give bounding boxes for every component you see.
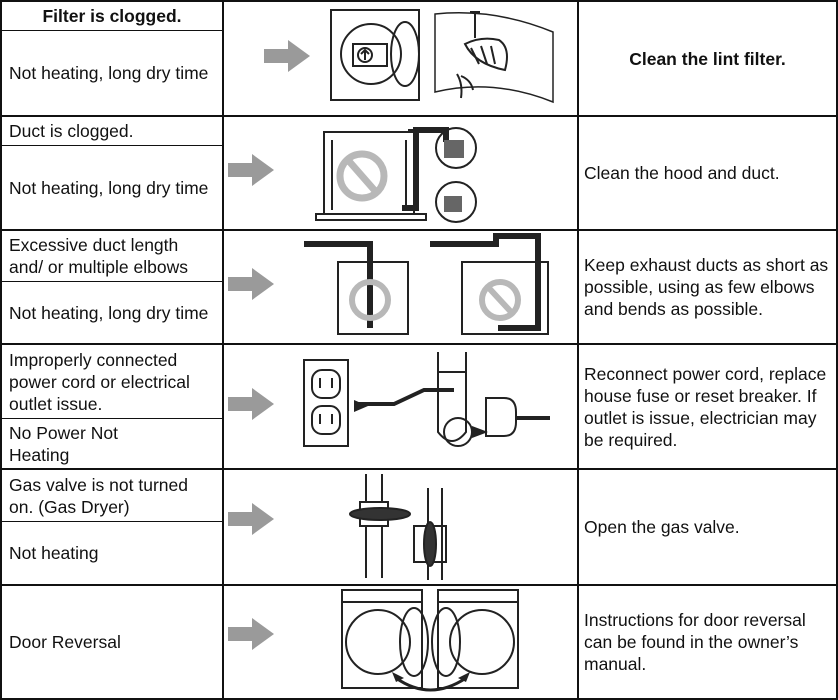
cause-cell: Improperly connected power cord or elect…	[9, 349, 190, 414]
solution-cell: Clean the lint filter.	[629, 48, 786, 69]
right-arrow-icon	[228, 154, 274, 186]
sub-row-divider	[0, 145, 224, 146]
gas-valve-illustration	[349, 474, 447, 580]
solution-cell: Open the gas valve.	[584, 517, 740, 537]
row-divider	[0, 229, 838, 231]
symptom-cell: No Power Not Heating	[9, 422, 118, 465]
cause-cell: Filter is clogged.	[42, 6, 182, 26]
power-cord-outlet-illustration	[303, 352, 550, 447]
symptom-cell: Not heating	[9, 543, 99, 563]
column-divider	[222, 0, 224, 700]
row-divider	[0, 115, 838, 117]
symptom-cell: Door Reversal	[9, 632, 121, 652]
duct-length-illustration	[304, 233, 549, 335]
sub-row-divider	[0, 418, 224, 419]
sub-row-divider	[0, 30, 224, 31]
door-reversal-illustration	[341, 589, 519, 692]
clogged-duct-illustration	[315, 127, 477, 223]
row-divider	[0, 343, 838, 345]
table-border	[0, 0, 838, 2]
right-arrow-icon	[228, 388, 274, 420]
column-divider	[577, 0, 579, 700]
table-border	[0, 0, 2, 700]
solution-cell: Instructions for door reversal can be fo…	[584, 610, 806, 674]
cause-cell: Excessive duct length and/ or multiple e…	[9, 235, 188, 277]
symptom-cell: Not heating, long dry time	[9, 177, 209, 198]
solution-cell: Reconnect power cord, replace house fuse…	[584, 363, 827, 450]
symptom-cell: Not heating, long dry time	[9, 302, 209, 323]
table-border	[836, 0, 838, 700]
table-border	[0, 698, 838, 700]
sub-row-divider	[0, 521, 224, 522]
right-arrow-icon	[264, 40, 310, 72]
cause-cell: Gas valve is not turned on. (Gas Dryer)	[9, 474, 188, 517]
cause-cell: Duct is clogged.	[9, 121, 134, 141]
right-arrow-icon	[228, 268, 274, 300]
dryer-lint-filter-illustration	[330, 9, 554, 104]
solution-cell: Keep exhaust ducts as short as possible,…	[584, 255, 829, 319]
row-divider	[0, 468, 838, 470]
row-divider	[0, 584, 838, 586]
solution-cell: Clean the hood and duct.	[584, 163, 780, 183]
sub-row-divider	[0, 281, 224, 282]
symptom-cell: Not heating, long dry time	[9, 63, 209, 83]
right-arrow-icon	[228, 503, 274, 535]
right-arrow-icon	[228, 618, 274, 650]
